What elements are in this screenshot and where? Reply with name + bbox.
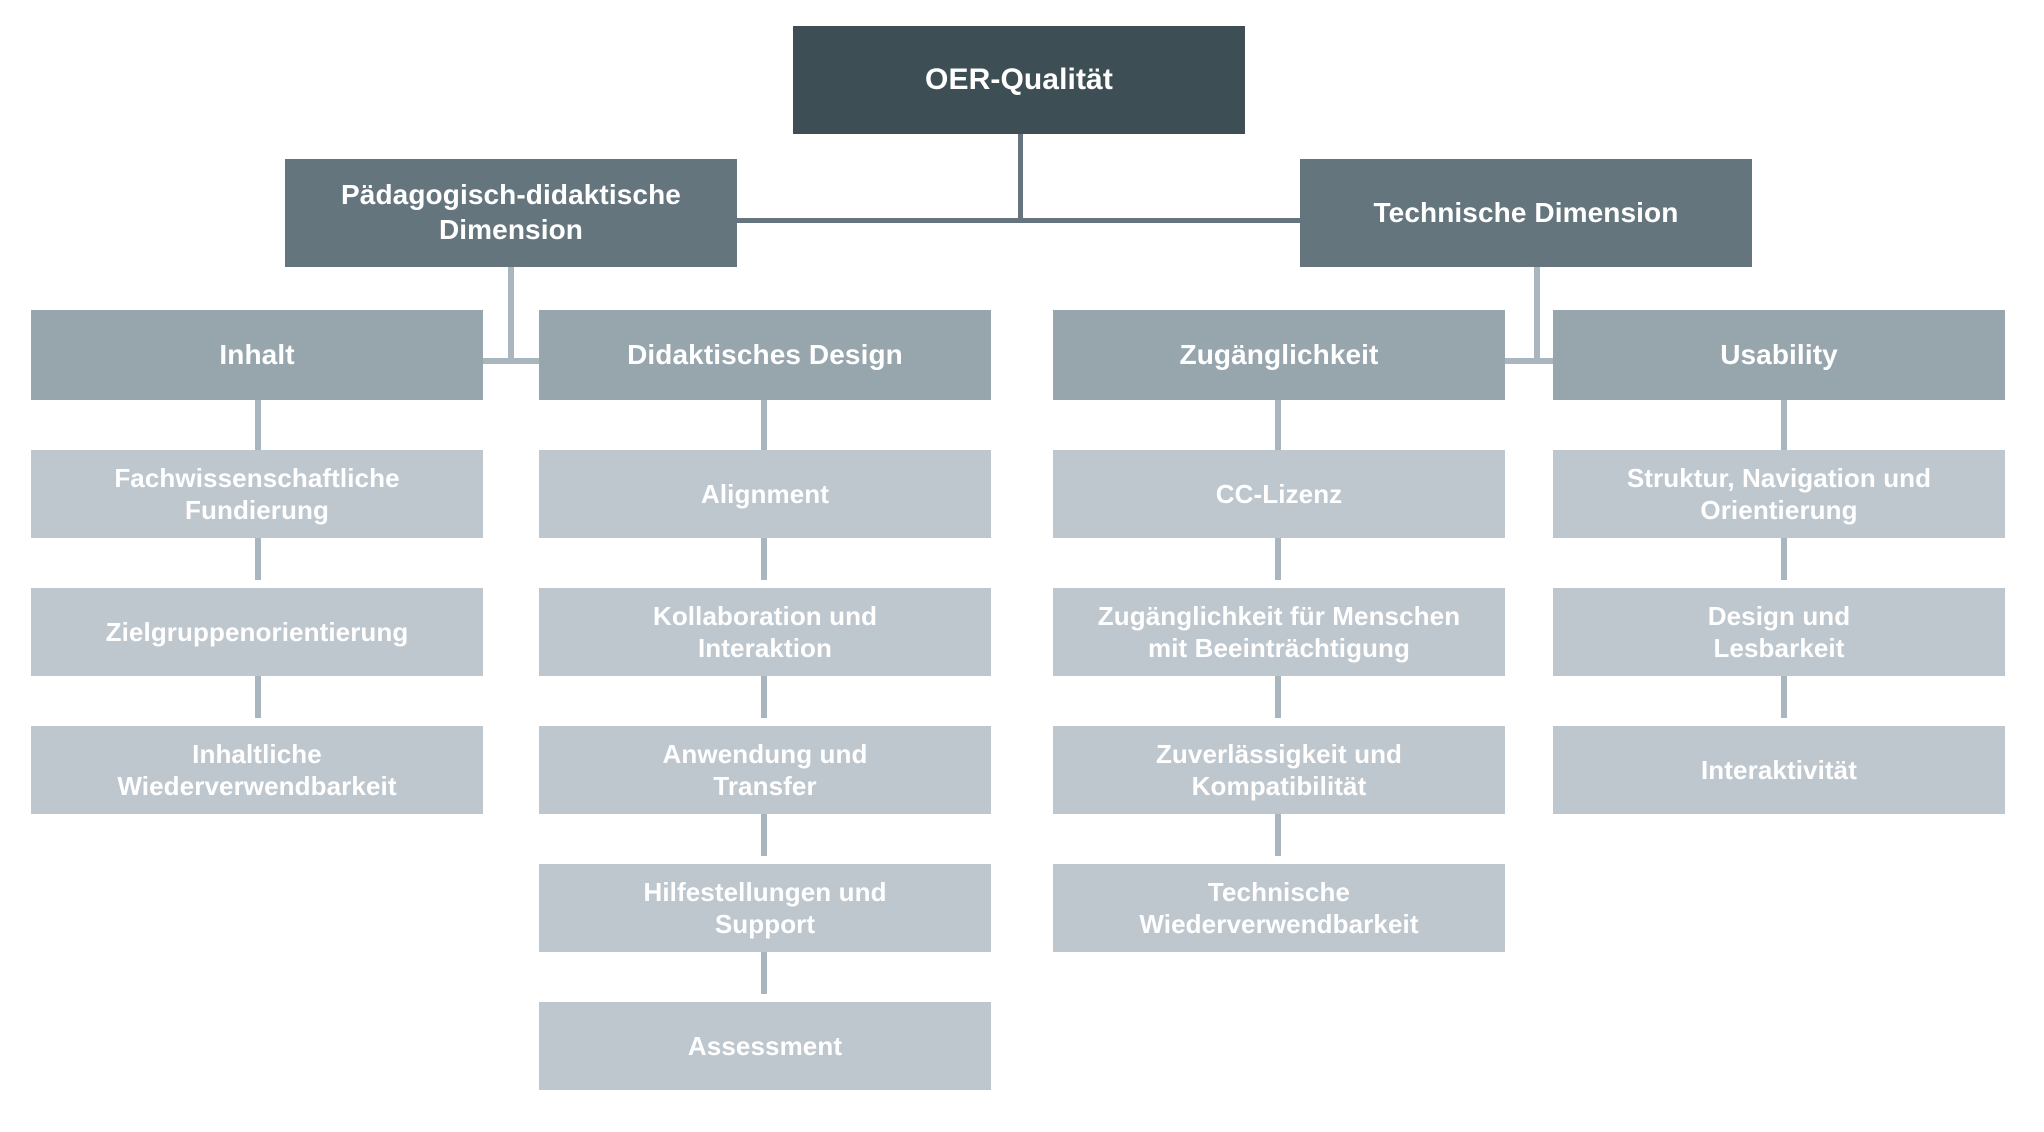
node-label: Zugänglichkeit <box>1179 338 1379 370</box>
connector-col1-stem-2 <box>255 538 261 580</box>
node-label: Struktur, Navigation und Orientierung <box>1626 462 1932 525</box>
node-label: Assessment <box>687 1030 843 1061</box>
connector-root-down <box>1018 134 1023 222</box>
connector-col4-stem-1 <box>1781 400 1787 450</box>
node-root-oer-qualitaet[interactable]: OER-Qualität <box>793 26 1245 134</box>
connector-col4-stem-2 <box>1781 538 1787 580</box>
leaf-inhalt-3[interactable]: Inhaltliche Wiederverwendbarkeit <box>31 726 483 814</box>
node-label: CC-Lizenz <box>1215 478 1343 509</box>
node-category-usability[interactable]: Usability <box>1553 310 2005 400</box>
node-label: Design und Lesbarkeit <box>1707 600 1851 663</box>
node-label: Fachwissenschaftliche Fundierung <box>114 462 400 525</box>
node-label: Alignment <box>700 478 829 509</box>
node-category-inhalt[interactable]: Inhalt <box>31 310 483 400</box>
node-label: Technische Wiederverwendbarkeit <box>1139 876 1419 939</box>
connector-col3-stem-1 <box>1275 400 1281 450</box>
leaf-zugaenglichkeit-4[interactable]: Technische Wiederverwendbarkeit <box>1053 864 1505 952</box>
connector-col2-stem-2 <box>761 538 767 580</box>
node-category-zugaenglichkeit[interactable]: Zugänglichkeit <box>1053 310 1505 400</box>
node-label: OER-Qualität <box>925 63 1113 97</box>
node-category-didaktisches-design[interactable]: Didaktisches Design <box>539 310 991 400</box>
connector-col3-stem-3 <box>1275 676 1281 718</box>
node-label: Zugänglichkeit für Menschen mit Beeinträ… <box>1097 600 1461 663</box>
node-dimension-paedagogisch-didaktisch[interactable]: Pädagogisch-didaktische Dimension <box>285 159 737 267</box>
leaf-didaktisches-design-3[interactable]: Anwendung und Transfer <box>539 726 991 814</box>
leaf-usability-3[interactable]: Interaktivität <box>1553 726 2005 814</box>
node-label: Usability <box>1720 338 1838 370</box>
leaf-didaktisches-design-1[interactable]: Alignment <box>539 450 991 538</box>
connector-right-category-spine <box>1278 358 1784 364</box>
node-label: Hilfestellungen und Support <box>643 876 887 939</box>
node-label: Anwendung und Transfer <box>662 738 868 801</box>
connector-col3-stem-2 <box>1275 538 1281 580</box>
leaf-zugaenglichkeit-1[interactable]: CC-Lizenz <box>1053 450 1505 538</box>
connector-col1-stem-3 <box>255 676 261 718</box>
leaf-usability-2[interactable]: Design und Lesbarkeit <box>1553 588 2005 676</box>
connector-left-dimension-down <box>508 267 514 362</box>
connector-col2-stem-3 <box>761 676 767 718</box>
leaf-didaktisches-design-5[interactable]: Assessment <box>539 1002 991 1090</box>
node-label: Technische Dimension <box>1373 196 1679 228</box>
leaf-didaktisches-design-4[interactable]: Hilfestellungen und Support <box>539 864 991 952</box>
node-label: Kollaboration und Interaktion <box>652 600 878 663</box>
connector-col2-stem-1 <box>761 400 767 450</box>
leaf-usability-1[interactable]: Struktur, Navigation und Orientierung <box>1553 450 2005 538</box>
connector-col4-stem-3 <box>1781 676 1787 718</box>
node-label: Zuverlässigkeit und Kompatibilität <box>1155 738 1403 801</box>
connector-dimension-spine <box>732 218 1752 223</box>
node-label: Interaktivität <box>1700 754 1857 785</box>
leaf-inhalt-2[interactable]: Zielgruppenorientierung <box>31 588 483 676</box>
leaf-inhalt-1[interactable]: Fachwissenschaftliche Fundierung <box>31 450 483 538</box>
connector-left-category-spine <box>258 358 764 364</box>
node-label: Inhaltliche Wiederverwendbarkeit <box>117 738 397 801</box>
node-label: Zielgruppenorientierung <box>105 616 409 647</box>
node-label: Pädagogisch-didaktische Dimension <box>341 179 681 245</box>
connector-col2-stem-5 <box>761 952 767 994</box>
node-label: Didaktisches Design <box>627 338 903 370</box>
connector-right-dimension-down <box>1534 267 1540 362</box>
connector-col2-stem-4 <box>761 814 767 856</box>
leaf-didaktisches-design-2[interactable]: Kollaboration und Interaktion <box>539 588 991 676</box>
connector-col3-stem-4 <box>1275 814 1281 856</box>
node-label: Inhalt <box>219 338 295 370</box>
connector-col1-stem-1 <box>255 400 261 450</box>
leaf-zugaenglichkeit-3[interactable]: Zuverlässigkeit und Kompatibilität <box>1053 726 1505 814</box>
node-dimension-technische[interactable]: Technische Dimension <box>1300 159 1752 267</box>
leaf-zugaenglichkeit-2[interactable]: Zugänglichkeit für Menschen mit Beeinträ… <box>1053 588 1505 676</box>
